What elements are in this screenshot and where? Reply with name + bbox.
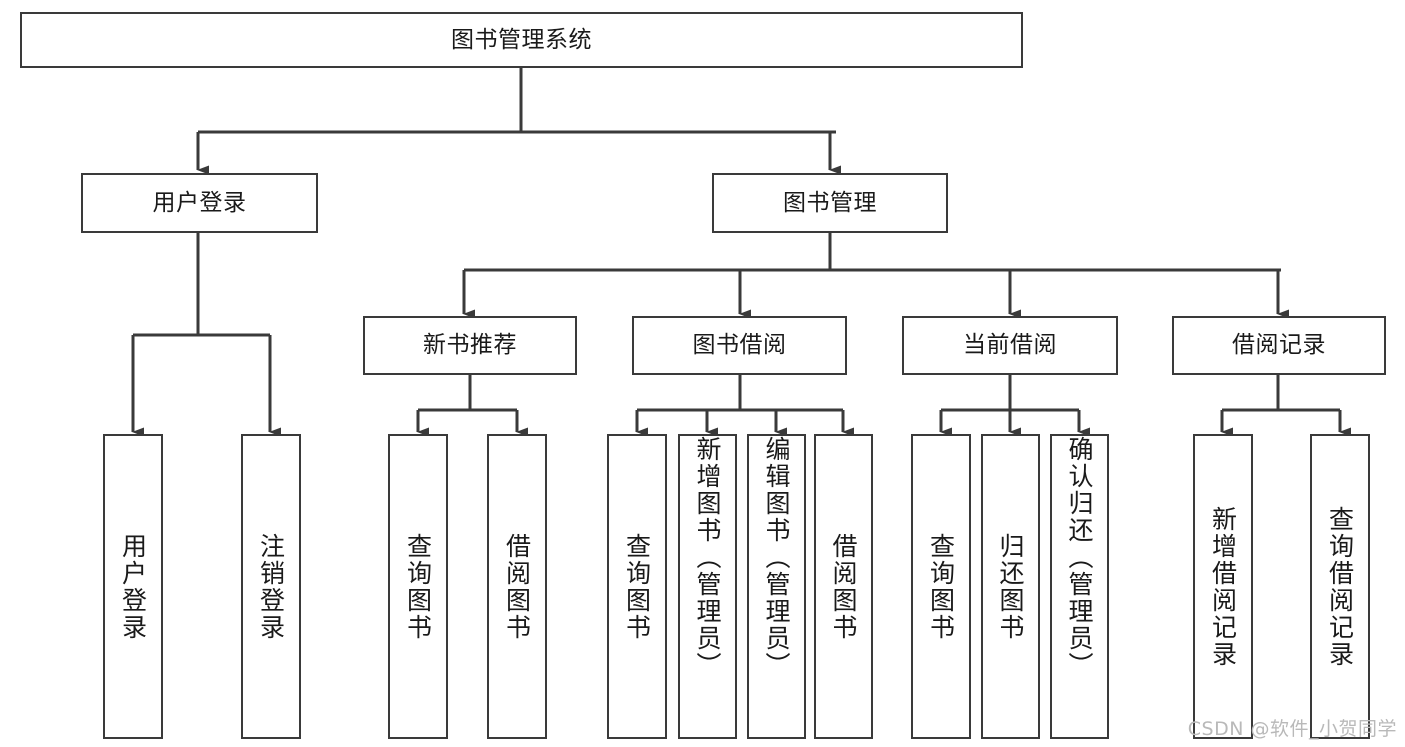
node-label: 图书管理系统	[451, 26, 592, 53]
node-label: 查询借阅记录	[1325, 505, 1355, 668]
node-label: 借阅记录	[1232, 332, 1326, 358]
node-label: 编辑图书（管理员）	[762, 436, 791, 679]
node-label: 用户登录	[118, 532, 148, 641]
node-book-borrow[interactable]: 图书借阅	[632, 316, 847, 375]
leaf-user-logout[interactable]: 注销登录	[241, 434, 301, 739]
leaf-edit-book-admin[interactable]: 编辑图书（管理员）	[747, 434, 806, 739]
node-borrow-record[interactable]: 借阅记录	[1172, 316, 1386, 375]
leaf-query-book-current[interactable]: 查询图书	[911, 434, 971, 739]
leaf-add-book-admin[interactable]: 新增图书（管理员）	[678, 434, 737, 739]
node-label: 查询图书	[403, 532, 433, 641]
node-label: 借阅图书	[502, 532, 532, 641]
leaf-confirm-return-admin[interactable]: 确认归还（管理员）	[1050, 434, 1109, 739]
node-current-borrow[interactable]: 当前借阅	[902, 316, 1118, 375]
leaf-return-book[interactable]: 归还图书	[981, 434, 1040, 739]
node-label: 查询图书	[622, 532, 652, 641]
node-label: 确认归还（管理员）	[1065, 436, 1094, 679]
node-label: 用户登录	[152, 189, 247, 216]
node-label: 归还图书	[996, 532, 1025, 641]
node-label: 注销登录	[256, 532, 286, 641]
node-new-book-recommend[interactable]: 新书推荐	[363, 316, 577, 375]
watermark: CSDN @软件_小贺同学	[1187, 718, 1397, 740]
node-book-management[interactable]: 图书管理	[712, 173, 948, 233]
node-root-book-management-system[interactable]: 图书管理系统	[20, 12, 1023, 68]
leaf-query-book-borrow[interactable]: 查询图书	[607, 434, 667, 739]
leaf-borrow-book[interactable]: 借阅图书	[814, 434, 873, 739]
leaf-query-book-recommend[interactable]: 查询图书	[388, 434, 448, 739]
leaf-borrow-book-recommend[interactable]: 借阅图书	[487, 434, 547, 739]
node-label: 查询图书	[926, 532, 956, 641]
leaf-query-borrow-record[interactable]: 查询借阅记录	[1310, 434, 1370, 739]
node-label: 新书推荐	[423, 332, 517, 358]
node-label: 图书借阅	[692, 332, 787, 358]
node-label: 当前借阅	[963, 332, 1057, 358]
node-label: 图书管理	[783, 189, 877, 216]
node-user-login[interactable]: 用户登录	[81, 173, 318, 233]
leaf-user-login[interactable]: 用户登录	[103, 434, 163, 739]
leaf-add-borrow-record[interactable]: 新增借阅记录	[1193, 434, 1253, 739]
node-label: 借阅图书	[829, 532, 858, 641]
node-label: 新增借阅记录	[1208, 505, 1238, 668]
node-label: 新增图书（管理员）	[693, 436, 722, 679]
